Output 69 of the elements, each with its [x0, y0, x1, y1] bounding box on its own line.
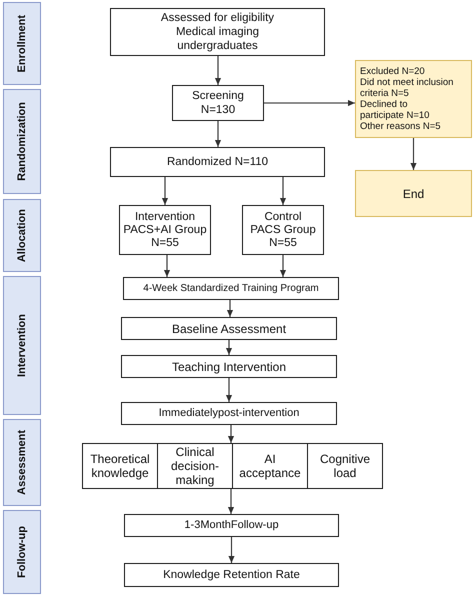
arrow [280, 255, 286, 277]
step-label: Assessed for eligibility [160, 11, 274, 25]
outcome-cell [307, 443, 383, 489]
outcome-cell [82, 443, 158, 489]
arrow [214, 121, 222, 147]
arrow [228, 537, 235, 563]
process-box [110, 147, 325, 177]
arrow [410, 138, 417, 170]
end-box [355, 170, 472, 217]
stage-label: Intervention [16, 314, 28, 377]
outcome-label: Theoretical knowledge [89, 452, 151, 480]
step-label: Control [264, 210, 302, 224]
arrow [226, 378, 232, 402]
step-label: Teaching Intervention [172, 360, 286, 374]
stage-band [3, 2, 41, 85]
arrow [226, 300, 234, 317]
step-label: Baseline Assessment [172, 322, 286, 336]
step-label: 1-3MonthFollow-up [184, 519, 279, 532]
process-box [121, 402, 337, 425]
step-label: Screening [192, 89, 244, 103]
stage-label: Assessment [16, 430, 28, 495]
process-box [110, 8, 325, 56]
step-label: N=55 [151, 236, 179, 250]
stage-band [3, 419, 41, 506]
exclusion-note: Other reasons N=5 [360, 121, 441, 132]
step-label: Randomized N=110 [166, 155, 268, 169]
process-box [121, 355, 337, 378]
stage-band [3, 89, 41, 194]
process-box [121, 317, 337, 340]
process-box [124, 563, 339, 587]
stage-band [3, 199, 41, 272]
exclusion-note: Declined to participate N=10 [360, 99, 430, 121]
arrow [162, 177, 168, 205]
outcome-label: AI acceptance [238, 452, 302, 480]
stage-label: Allocation [16, 208, 28, 262]
exclusion-box [355, 60, 472, 138]
outcome-cell [232, 443, 308, 489]
outcome-label: Cognitive load [318, 452, 372, 480]
step-label: PACS+AI Group [123, 224, 207, 236]
exclusion-note: Excluded N=20 [360, 66, 425, 77]
stage-label: Enrollment [16, 14, 28, 72]
stage-label: Follow-up [16, 526, 28, 578]
process-box [119, 205, 211, 255]
step-label: Medical imaging undergraduates [174, 25, 260, 53]
step-label: N=55 [269, 236, 297, 250]
process-box [242, 205, 324, 255]
process-box [123, 277, 339, 300]
stage-label: Randomization [16, 102, 28, 181]
step-label: Knowledge Retention Rate [163, 568, 300, 582]
stage-band [3, 276, 41, 415]
arrow [164, 255, 170, 277]
outcome-cell [157, 443, 233, 489]
step-label: Immediatelypost-intervention [158, 407, 300, 420]
arrow [264, 100, 355, 106]
step-label: N=130 [200, 103, 236, 117]
exclusion-note: Did not meet inclusion criteria N=5 [360, 77, 454, 99]
arrow [228, 425, 234, 443]
stage-band [3, 510, 41, 594]
process-box [172, 85, 264, 121]
arrow [228, 489, 234, 514]
outcome-label: Clinical decision-making [170, 445, 220, 487]
arrow [280, 177, 286, 205]
arrow [214, 56, 222, 85]
step-label: Intervention [134, 210, 196, 224]
end-label: End [402, 186, 424, 200]
step-label: PACS Group [250, 224, 316, 236]
step-label: 4-Week Standardized Training Program [143, 282, 319, 294]
process-box [124, 514, 339, 537]
arrow [226, 340, 232, 355]
